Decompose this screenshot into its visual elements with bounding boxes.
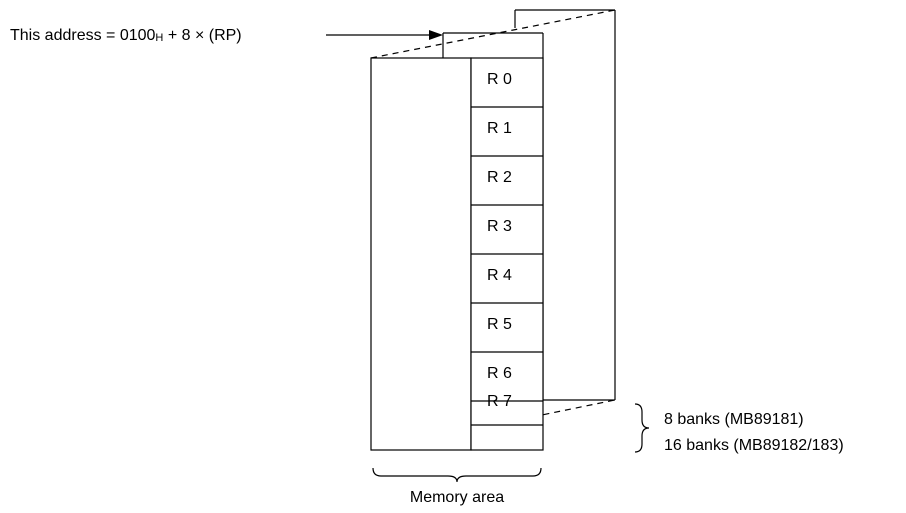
register-r2: R 2 (487, 169, 512, 186)
address-label: This address = 0100H + 8 × (RP) (10, 27, 242, 44)
memory-area-annotation: Memory area (372, 467, 542, 506)
front-bank: R 0 R 1 R 2 R 3 R 4 R 5 R 6 R 7 (370, 57, 544, 451)
memory-area-label: Memory area (410, 489, 504, 506)
address-annotation: This address = 0100H + 8 × (RP) (10, 27, 443, 44)
memory-area-block (370, 57, 472, 451)
register-r6: R 6 (487, 365, 512, 382)
register-r1: R 1 (487, 120, 512, 137)
banks-annotation: 8 banks (MB89181) 16 banks (MB89182/183) (634, 403, 844, 454)
register-r3: R 3 (487, 218, 512, 235)
banks-label-line2: 16 banks (MB89182/183) (664, 437, 844, 454)
arrow-head-icon (429, 30, 443, 40)
brace-icon (372, 467, 542, 483)
register-r4: R 4 (487, 267, 512, 284)
register-r0: R 0 (487, 71, 512, 88)
register-r7: R 7 (487, 393, 512, 410)
back-bank (514, 9, 616, 401)
register-r5: R 5 (487, 316, 512, 333)
banks-label-line1: 8 banks (MB89181) (664, 411, 804, 428)
brace-icon (634, 403, 650, 453)
